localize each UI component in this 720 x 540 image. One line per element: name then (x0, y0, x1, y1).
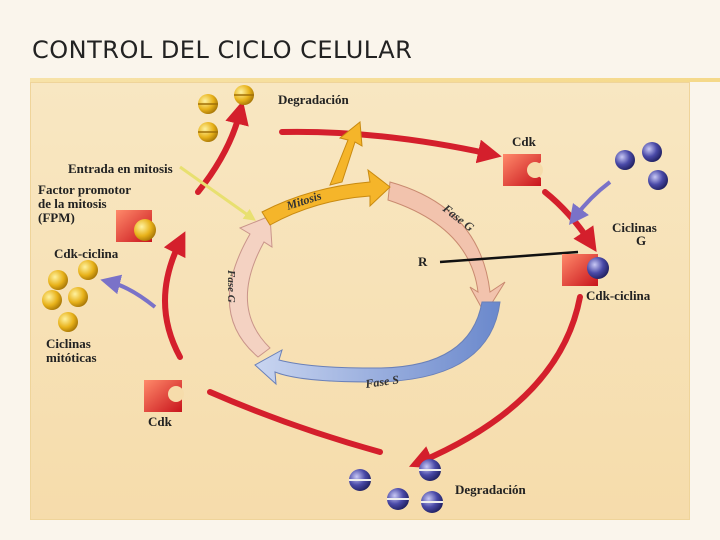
red-arrow-bottom-to-cdk (207, 389, 383, 455)
label-fpm-1: Factor promotor (38, 182, 131, 197)
cdk-left (144, 380, 184, 412)
label-entrada-mitosis: Entrada en mitosis (68, 161, 173, 176)
label-r: R (418, 254, 428, 269)
label-ciclinas-g1-1: Ciclinas (612, 220, 657, 235)
degraded-g1-cyclins (349, 459, 443, 513)
label-fpm-2: de la mitosis (38, 196, 107, 211)
mitosis-split-arrow (329, 121, 363, 186)
mitosis-arrow (261, 168, 391, 226)
red-arrow-right-down (408, 294, 583, 469)
red-arrow-degradacion-to-cdk (279, 128, 502, 164)
mitotic-cyclins-top (198, 85, 254, 142)
label-fase-s: Fase S (363, 372, 400, 391)
label-degradacion-bottom: Degradación (455, 482, 527, 497)
label-ciclinas-mit-2: mitóticas (46, 350, 97, 365)
label-ciclinas-g1-2: G (636, 233, 646, 248)
label-cdk-left: Cdk (148, 414, 173, 429)
cell-cycle-figure: Degradación Cdk Entrada en mitosis Facto… (30, 82, 690, 520)
purple-arrow-ciclinas-g1 (568, 180, 612, 225)
mitotic-cyclins-left (42, 260, 98, 332)
red-arrow-left-up (162, 231, 186, 360)
label-cdk-ciclina-right: Cdk-ciclina (586, 288, 651, 303)
cell-cycle-diagram: Degradación Cdk Entrada en mitosis Facto… (38, 85, 668, 513)
label-fpm-3: (FPM) (38, 210, 75, 225)
g1-cyclins (615, 142, 668, 190)
label-cdk-ciclina-left: Cdk-ciclina (54, 246, 119, 261)
slide-title: CONTROL DEL CICLO CELULAR (32, 36, 413, 64)
cdk-top (503, 154, 543, 186)
purple-arrow-ciclinas-mitoticas (100, 274, 157, 309)
cdk-ciclina-left (116, 210, 156, 242)
title-underline (30, 78, 720, 82)
label-fase-g1: Fase G (225, 269, 237, 303)
label-ciclinas-mit-1: Ciclinas (46, 336, 91, 351)
r-point-line (439, 250, 579, 264)
entrada-pointer (179, 165, 256, 221)
fase-s-arrow (254, 301, 501, 386)
fase-g2-arrow (387, 181, 506, 315)
cdk-ciclina-right (562, 254, 609, 286)
label-degradacion-top: Degradación (278, 92, 350, 107)
inner-cycle (228, 121, 506, 386)
label-cdk-top: Cdk (512, 134, 537, 149)
red-arrow-cdk-to-cdkciclina (542, 189, 597, 252)
